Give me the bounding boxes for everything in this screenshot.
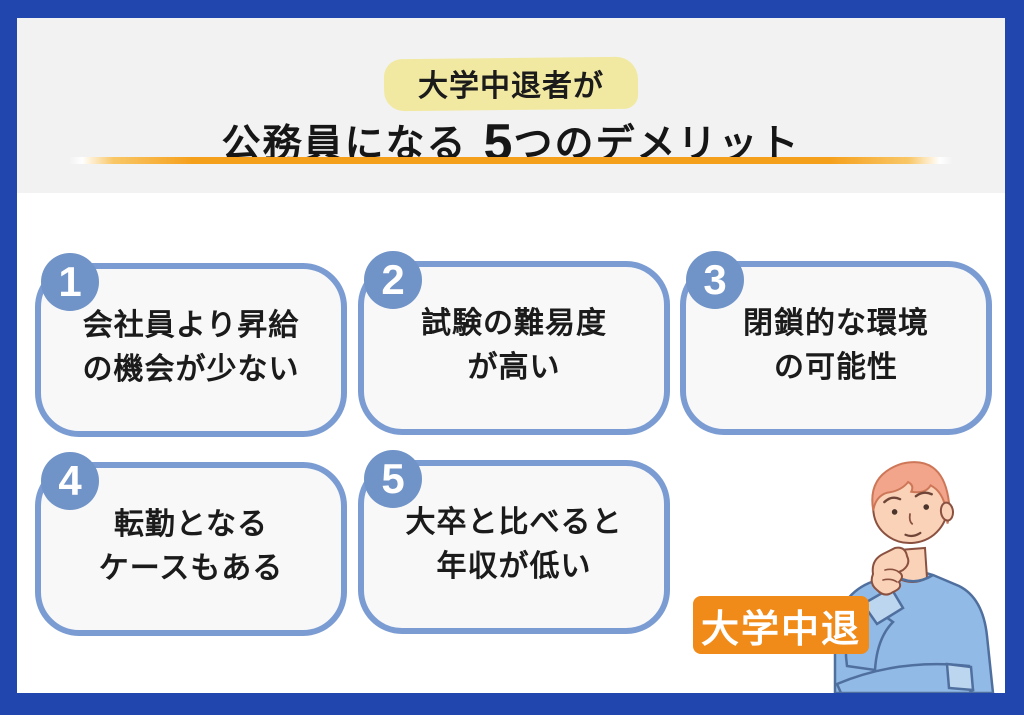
card-5-text: 大卒と比べると 年収が低い	[406, 501, 623, 589]
card-2-line-2: が高い	[467, 351, 561, 384]
crossed-arm-cuff	[945, 662, 975, 692]
card-1-number-badge: 1	[41, 253, 99, 311]
card-2-text: 試験の難易度 が高い	[421, 302, 607, 390]
card-4-line-1: 転勤となる	[113, 507, 269, 541]
title-underline	[69, 157, 953, 164]
card-1-line-1: 会社員より昇給	[82, 308, 300, 342]
card-4-text: 転勤となる ケースもある	[99, 503, 284, 591]
card-3-line-1: 閉鎖的な環境	[743, 306, 929, 340]
demerit-card-5: 5 大卒と比べると 年収が低い	[358, 450, 670, 634]
demerit-card-1: 1 会社員より昇給 の機会が少ない	[35, 253, 347, 437]
card-5-line-1: 大卒と比べると	[405, 505, 623, 539]
eye-left	[891, 509, 898, 515]
head	[871, 461, 955, 545]
subtitle-text: 大学中退者が	[417, 70, 604, 104]
nose	[908, 513, 914, 525]
eyebrow-left	[883, 496, 902, 504]
card-2-line-1: 試験の難易度	[421, 306, 607, 340]
hair	[871, 461, 951, 524]
dropout-badge-label: 大学中退	[700, 608, 861, 651]
demerit-card-2: 2 試験の難易度 が高い	[358, 251, 670, 435]
card-3-line-2: の可能性	[774, 351, 898, 384]
subtitle-row: 大学中退者が	[17, 56, 1005, 112]
card-2-number-badge: 2	[364, 251, 422, 309]
hand-finger-line-2	[882, 578, 898, 583]
dropout-badge: 大学中退	[693, 596, 869, 654]
ear	[939, 501, 955, 522]
card-5-number-badge: 5	[364, 450, 422, 508]
eye-right	[923, 504, 930, 510]
eyebrow-right	[914, 491, 933, 498]
mouth	[904, 531, 922, 538]
demerit-card-3: 3 閉鎖的な環境 の可能性	[680, 251, 992, 435]
hand-finger-line	[884, 568, 900, 573]
subtitle-highlight: 大学中退者が	[383, 56, 639, 112]
card-3-text: 閉鎖的な環境 の可能性	[743, 302, 929, 390]
card-1-text: 会社員より昇給 の機会が少ない	[83, 304, 300, 392]
card-4-number-badge: 4	[41, 452, 99, 510]
card-3-number-badge: 3	[686, 251, 744, 309]
demerit-card-4: 4 転勤となる ケースもある	[35, 452, 347, 636]
thinking-person-illustration	[833, 461, 995, 693]
card-4-line-2: ケースもある	[98, 552, 284, 585]
hand-on-chin	[870, 546, 910, 596]
card-1-line-2: の機会が少ない	[82, 353, 300, 386]
card-5-line-2: 年収が低い	[436, 550, 592, 583]
